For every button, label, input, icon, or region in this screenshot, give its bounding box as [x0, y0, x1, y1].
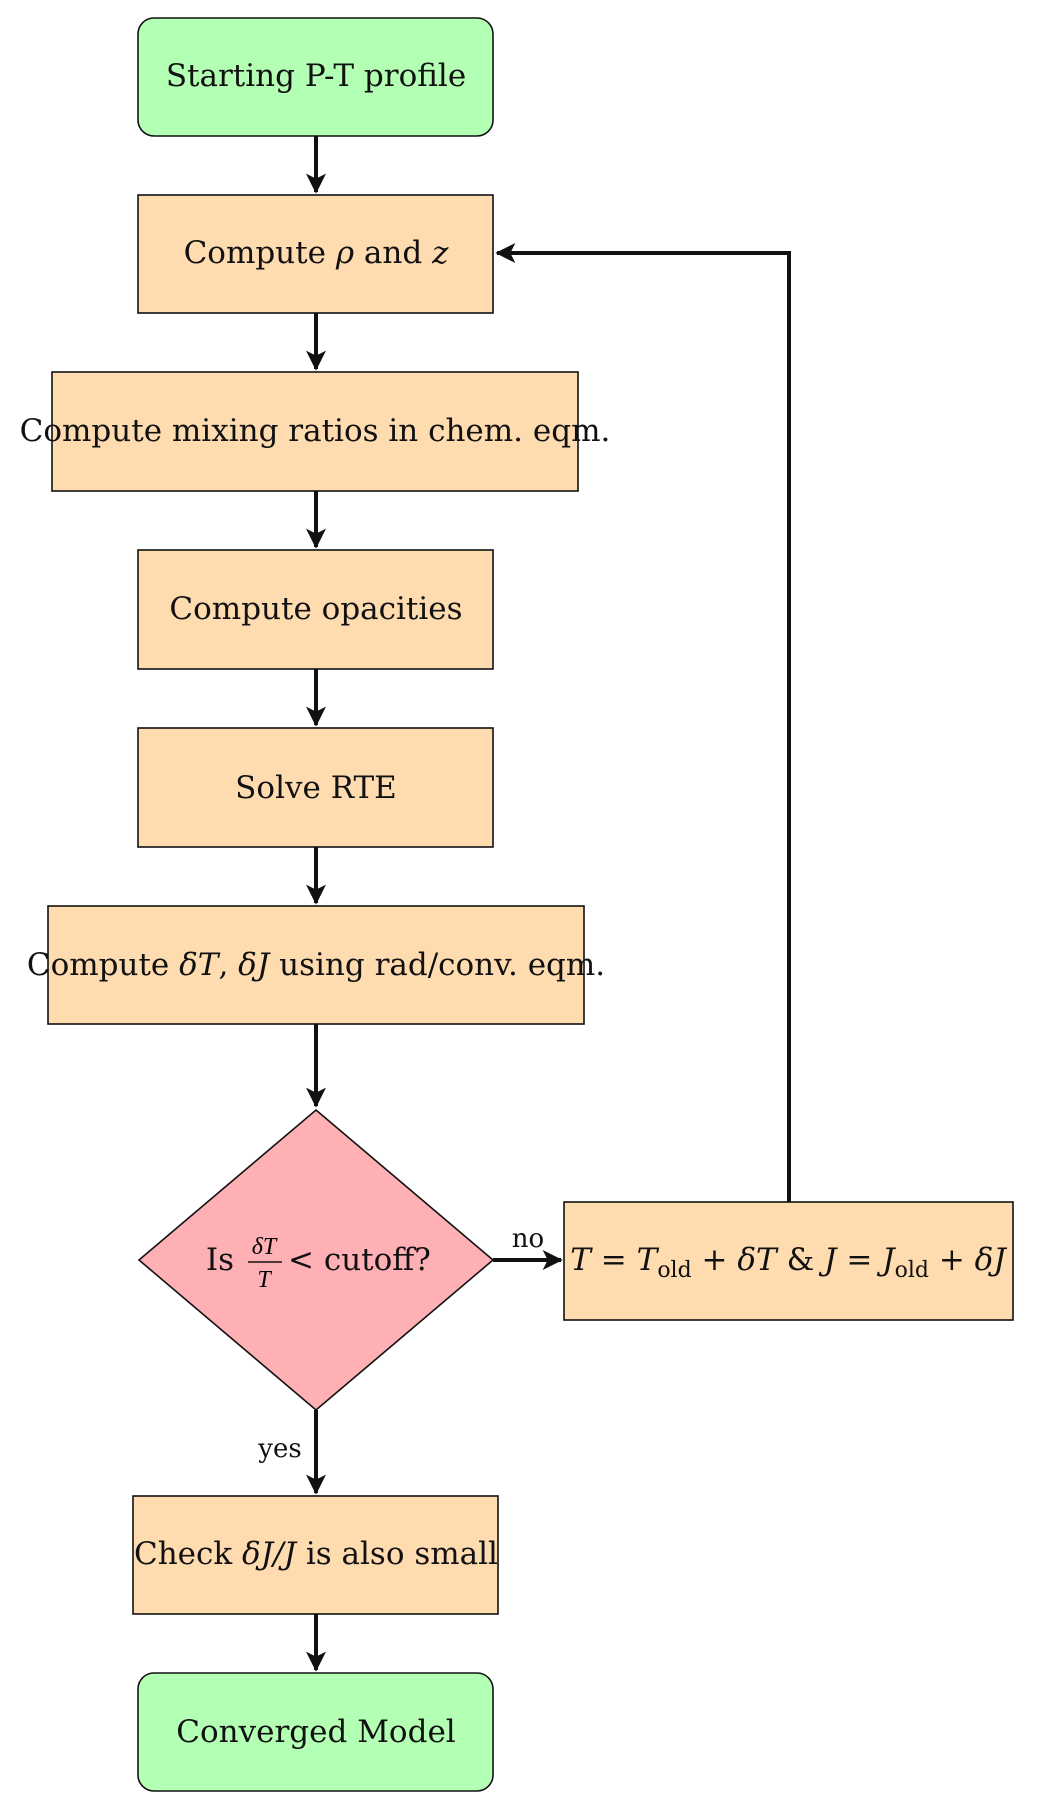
- node-compute-rho-z: Compute ρ and z: [137, 194, 494, 314]
- node-check-shape: [132, 1495, 499, 1615]
- node-update: T = Told + δT & J = Jold + δJ: [563, 1201, 1014, 1321]
- node-update-label: T = Told + δT & J = Jold + δJ: [570, 1242, 1007, 1283]
- node-opacities-shape: [137, 549, 494, 670]
- edge-label-no: no: [512, 1224, 544, 1254]
- node-check: Check δJ/J is also small: [132, 1495, 499, 1615]
- edges: [306, 136, 791, 1672]
- edge-update-to-rho: [495, 243, 791, 1202]
- node-compute-dt-dj: Compute δT, δJ using rad/conv. eqm.: [27, 905, 605, 1025]
- node-solve-rte-label: Solve RTE: [235, 770, 397, 806]
- node-update-shape: [563, 1201, 1014, 1321]
- node-compute-dt-dj-shape: [47, 905, 585, 1025]
- node-start-shape: [137, 17, 494, 137]
- node-decision-denominator: T: [257, 1267, 272, 1293]
- node-mixing-ratios-shape: [51, 371, 579, 492]
- node-opacities-label: Compute opacities: [169, 591, 462, 627]
- node-decision-suffix: < cutoff?: [288, 1242, 431, 1278]
- node-end-shape: [137, 1672, 494, 1792]
- node-start-label: Starting P-T profile: [166, 58, 466, 94]
- node-mixing-ratios: Compute mixing ratios in chem. eqm.: [20, 371, 611, 492]
- node-solve-rte-shape: [137, 727, 494, 848]
- node-start: Starting P-T profile: [137, 17, 494, 137]
- node-compute-dt-dj-label: Compute δT, δJ using rad/conv. eqm.: [27, 947, 605, 983]
- edge-label-yes: yes: [257, 1434, 301, 1464]
- node-compute-rho-z-label: Compute ρ and z: [184, 235, 449, 271]
- node-compute-rho-z-shape: [137, 194, 494, 314]
- node-decision-numerator: δT: [252, 1234, 278, 1260]
- node-opacities: Compute opacities: [137, 549, 494, 670]
- node-check-label: Check δJ/J is also small: [134, 1536, 498, 1572]
- node-mixing-ratios-label: Compute mixing ratios in chem. eqm.: [20, 413, 611, 449]
- node-decision-shape: [137, 1108, 495, 1412]
- node-solve-rte: Solve RTE: [137, 727, 494, 848]
- node-end: Converged Model: [137, 1672, 494, 1792]
- node-decision-prefix: Is: [206, 1242, 234, 1278]
- node-end-label: Converged Model: [176, 1714, 455, 1750]
- node-decision: Is δT T < cutoff?: [137, 1108, 495, 1412]
